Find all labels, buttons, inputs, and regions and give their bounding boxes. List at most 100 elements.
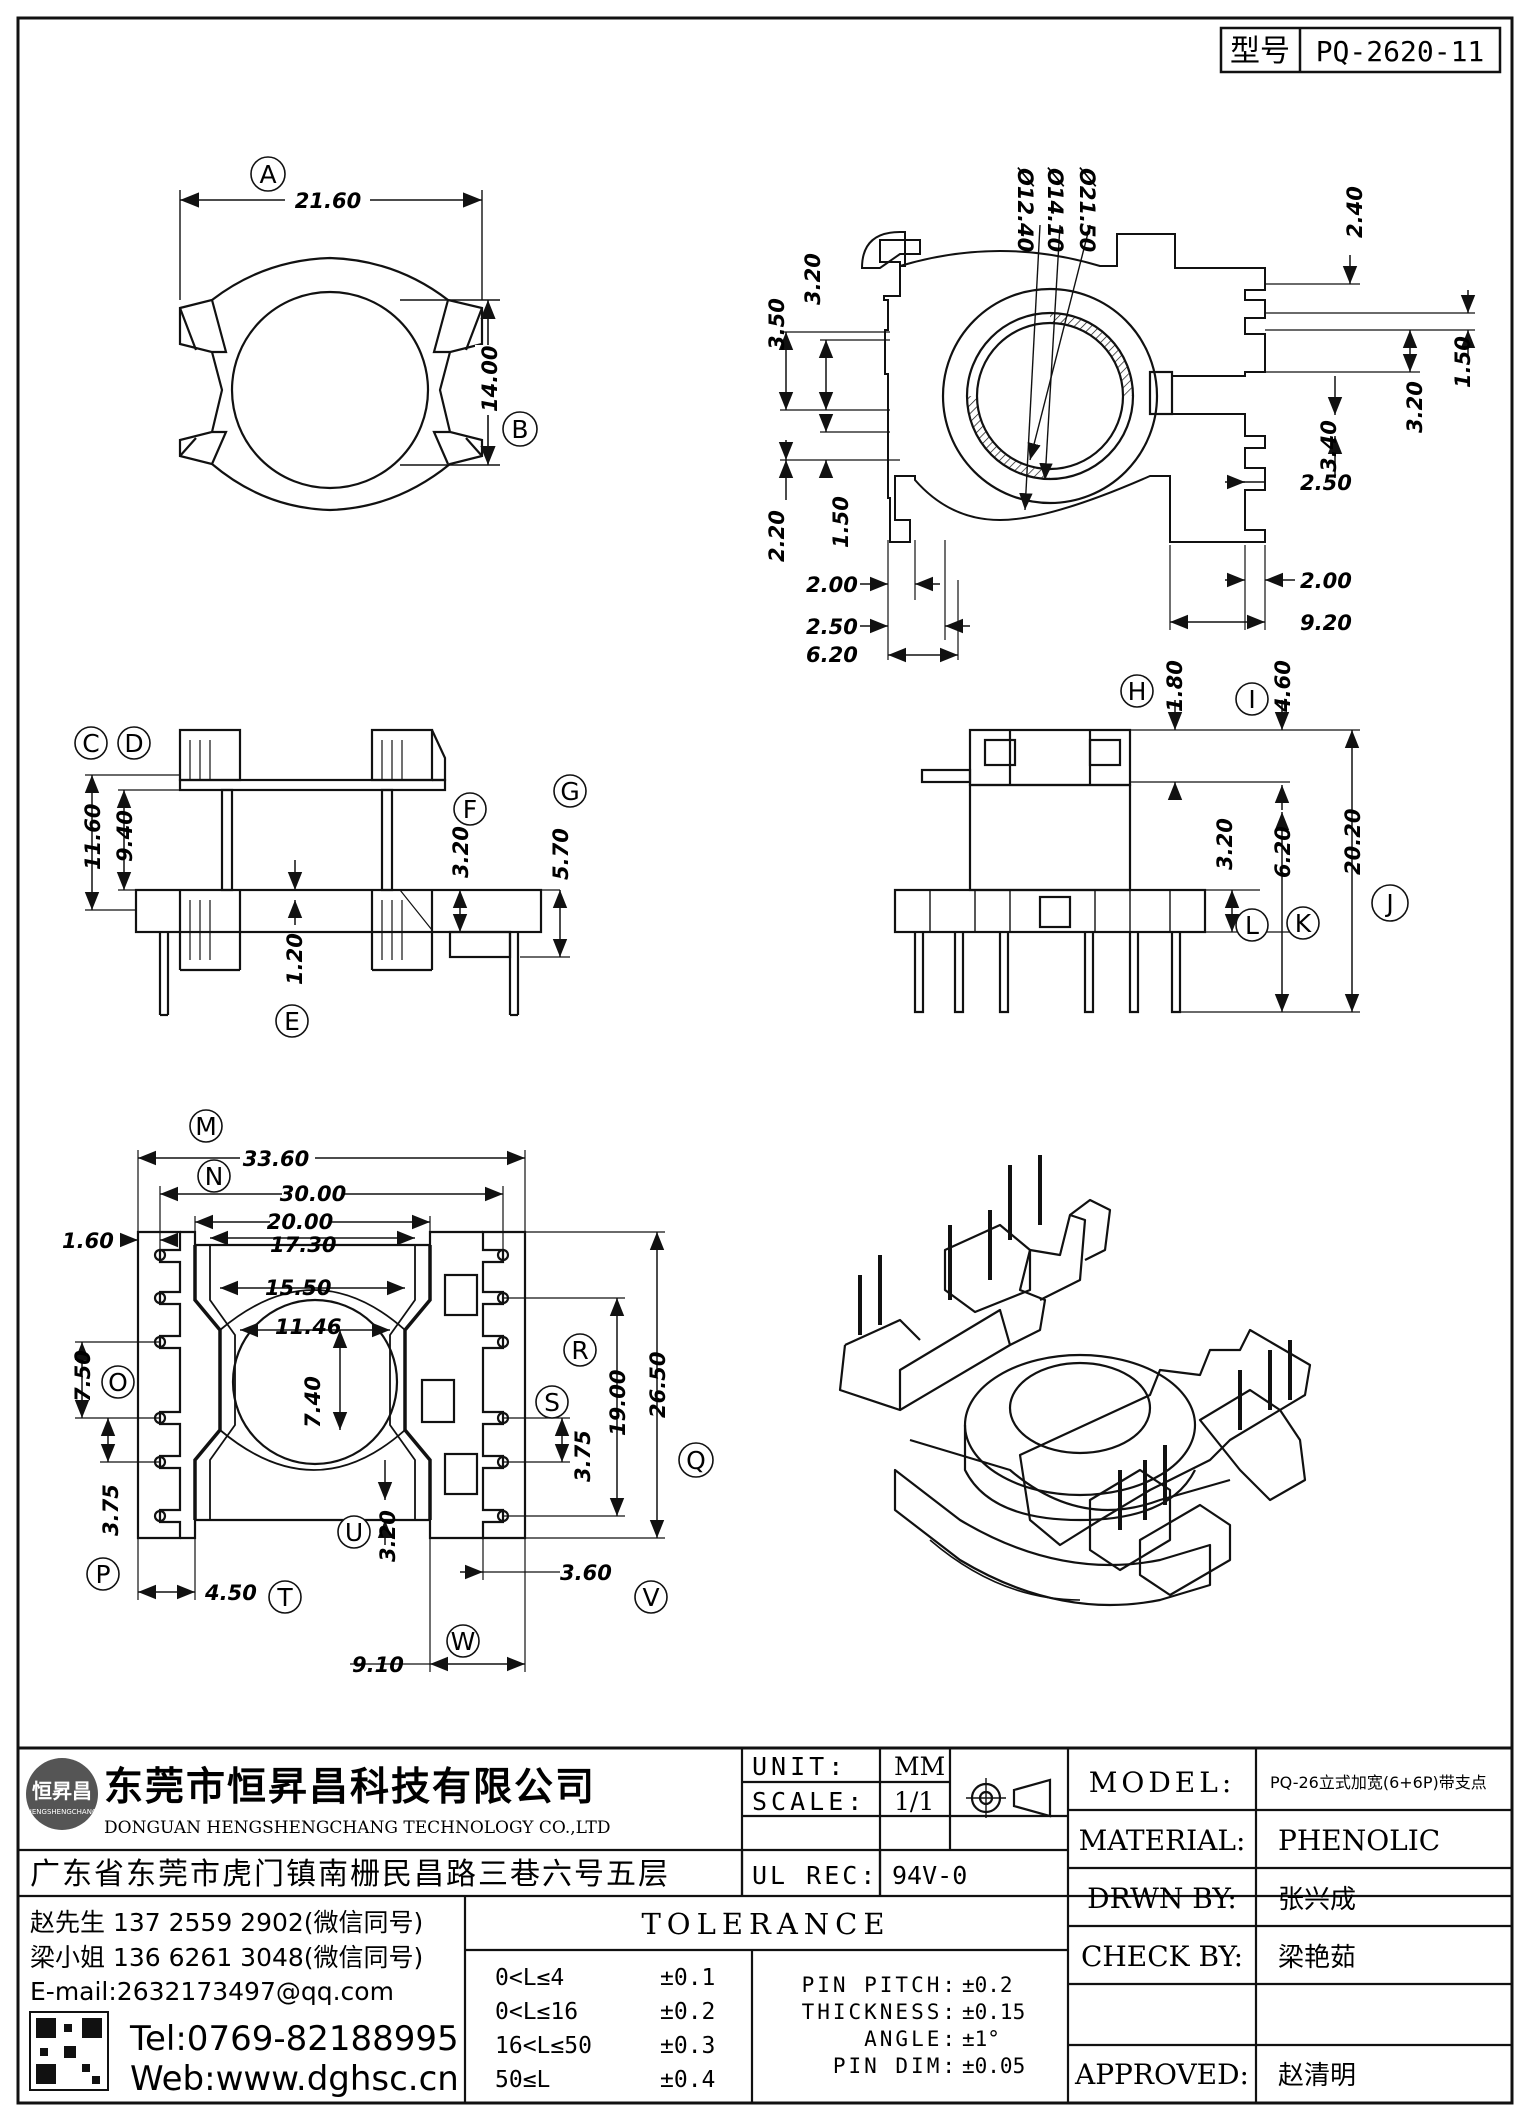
dim-D-value: 9.40: [113, 810, 137, 862]
dim-17-30: 17.30: [270, 1233, 336, 1257]
dim-2-00-right: 2.00: [1300, 569, 1352, 593]
callout-M: M: [189, 1109, 223, 1143]
callout-K: K: [1286, 906, 1320, 940]
svg-text:±1°: ±1°: [962, 2027, 1000, 2051]
callout-L: L: [1235, 908, 1269, 942]
svg-text:L: L: [1245, 911, 1259, 940]
svg-text:R: R: [571, 1336, 588, 1365]
sheet-border: [16, 16, 1514, 2105]
svg-text:恒昇昌: 恒昇昌: [32, 1779, 92, 1803]
callout-I: I: [1235, 682, 1269, 716]
dim-dia-14-10: Ø14.10: [1043, 167, 1067, 252]
dim-J-value: 20.20: [1341, 809, 1365, 875]
model-box-value: PQ-2620-11: [1316, 35, 1485, 68]
svg-text:±0.3: ±0.3: [660, 2033, 715, 2059]
svg-text:C: C: [82, 729, 99, 758]
svg-text:0<L≤16: 0<L≤16: [495, 1999, 578, 2025]
approved-value: 赵清明: [1278, 2061, 1356, 2091]
svg-text:A: A: [259, 160, 276, 189]
check-by-label: CHECK BY:: [1081, 1940, 1243, 1973]
dim-F-value: 3.20: [449, 826, 473, 878]
dim-2-50-left: 2.50: [806, 615, 858, 639]
unit-label: UNIT:: [752, 1752, 847, 1781]
svg-text:Q: Q: [686, 1446, 706, 1475]
title-block: [18, 1746, 1512, 2103]
dim-1-60: 1.60: [62, 1229, 114, 1253]
svg-text:B: B: [511, 415, 528, 444]
dim-Q-value: 26.50: [646, 1352, 670, 1418]
dim-11-46: 11.46: [275, 1315, 341, 1339]
svg-text:M: M: [195, 1112, 217, 1141]
qr-code: [29, 2011, 109, 2091]
svg-text:H: H: [1128, 677, 1147, 706]
contact-1: 赵先生 137 2559 2902(微信同号): [30, 1908, 423, 1937]
contact-email: E-mail:2632173497@qq.com: [30, 1977, 394, 2006]
svg-text:D: D: [124, 729, 143, 758]
callout-Q: Q: [678, 1442, 714, 1478]
ul-label: UL REC:: [752, 1861, 878, 1890]
callout-B: B: [502, 411, 538, 447]
dim-N-value: 30.00: [280, 1182, 346, 1206]
dim-dia-12-40: Ø12.40: [1013, 167, 1037, 252]
tolerance-table: 0<L≤4 ±0.1 0<L≤16 ±0.2 16<L≤50 ±0.3 50≤L…: [495, 1965, 715, 2093]
plan-view: [74, 1150, 665, 1672]
callout-U: U: [337, 1515, 371, 1549]
dim-9-20: 9.20: [1300, 611, 1352, 635]
svg-text:±0.05: ±0.05: [962, 2054, 1025, 2078]
svg-text:50≤L: 50≤L: [495, 2067, 550, 2093]
svg-text:G: G: [560, 777, 579, 806]
dim-3-50: 3.50: [765, 298, 789, 350]
svg-text:±0.2: ±0.2: [660, 1999, 715, 2025]
dim-S-value: 3.75: [571, 1430, 595, 1482]
company-address: 广东省东莞市虎门镇南栅民昌路三巷六号五层: [30, 1857, 670, 1892]
dim-G-value: 5.70: [549, 828, 573, 880]
dim-R-value: 19.00: [606, 1370, 630, 1436]
svg-text:P: P: [95, 1560, 110, 1589]
company-name-cn: 东莞市恒昇昌科技有限公司: [104, 1765, 596, 1810]
dim-1-50-left: 1.50: [829, 496, 853, 548]
callout-S: S: [535, 1385, 569, 1419]
dim-M-value: 33.60: [243, 1147, 309, 1171]
svg-text:O: O: [108, 1368, 128, 1397]
dim-15-50: 15.50: [265, 1276, 331, 1300]
dim-L-value: 3.20: [1213, 818, 1237, 870]
bottom-view: [778, 224, 1476, 663]
svg-text:ANGLE:: ANGLE:: [864, 2027, 958, 2051]
svg-text:T: T: [276, 1583, 293, 1612]
svg-text:F: F: [463, 795, 477, 824]
company-name-en: DONGUAN HENGSHENGCHANG TECHNOLOGY CO.,LT…: [104, 1818, 611, 1838]
callout-N: N: [197, 1159, 231, 1193]
callout-P: P: [86, 1557, 120, 1591]
dim-20-00: 20.00: [267, 1210, 333, 1234]
svg-text:±0.15: ±0.15: [962, 2000, 1025, 2024]
callout-G: G: [553, 774, 587, 808]
svg-text:16<L≤50: 16<L≤50: [495, 2033, 592, 2059]
dim-C-value: 11.60: [81, 804, 105, 870]
svg-text:HENGSHENGCHANG: HENGSHENGCHANG: [27, 1808, 98, 1816]
material-label: MATERIAL:: [1079, 1824, 1246, 1857]
drawn-by-label: DRWN BY:: [1087, 1882, 1237, 1915]
dim-2-50-right: 2.50: [1300, 471, 1352, 495]
front-view: [84, 728, 570, 1017]
dim-2-40: 2.40: [1343, 186, 1367, 238]
svg-text:N: N: [205, 1162, 224, 1191]
svg-text:I: I: [1248, 685, 1255, 714]
contact-2: 梁小姐 136 6261 3048(微信同号): [30, 1943, 423, 1972]
dim-P-value: 3.75: [99, 1484, 123, 1536]
dim-T-value: 4.50: [204, 1581, 257, 1605]
scale-value: 1/1: [894, 1787, 934, 1816]
ul-value: 94V-0: [892, 1861, 967, 1890]
callout-C: C: [74, 726, 108, 760]
model-number-box: 型号 PQ-2620-11: [1219, 26, 1502, 74]
svg-text:K: K: [1295, 909, 1312, 938]
callout-O: O: [101, 1365, 135, 1399]
callout-V: V: [634, 1580, 668, 1614]
dim-I-value: 4.60: [1271, 660, 1295, 713]
dim-V-value: 3.60: [560, 1561, 612, 1585]
svg-text:±0.4: ±0.4: [660, 2067, 715, 2093]
callout-F: F: [453, 792, 487, 826]
svg-text:0<L≤4: 0<L≤4: [495, 1965, 564, 1991]
top-view: [178, 190, 500, 512]
model-value: PQ-26立式加宽(6+6P)带支点: [1270, 1773, 1487, 1792]
